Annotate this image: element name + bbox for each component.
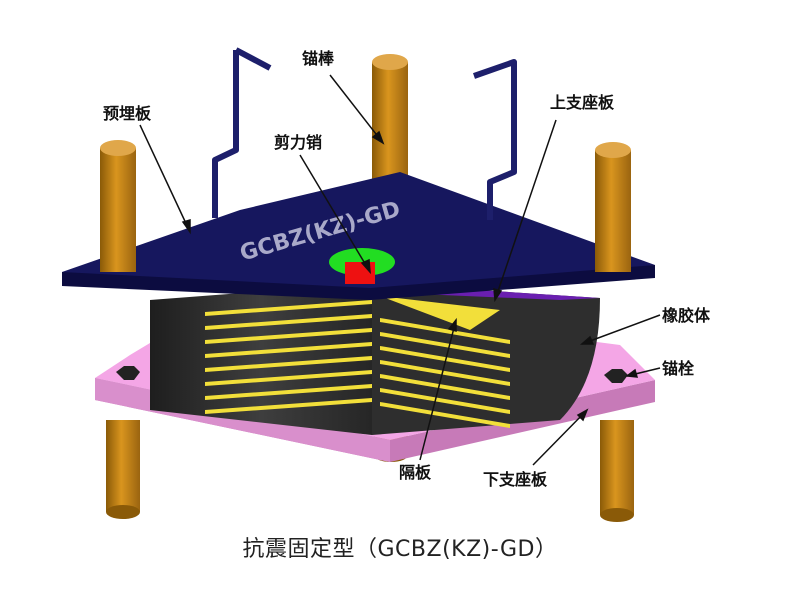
steel-shim [380,346,510,372]
steel-shim [205,370,372,386]
partition-plate-highlight [380,296,500,330]
label-upper-support-plate: 上支座板 [550,93,615,112]
label-anchor-bolt: 锚栓 [662,359,695,378]
anchor-rod [372,62,408,180]
steel-shim [205,328,372,344]
steel-shim [205,384,372,400]
steel-shim [380,360,510,386]
steel-shims-right [380,318,510,428]
label-shear-pin: 剪力销 [274,133,322,152]
steel-shim [205,342,372,358]
anchor-bolt-left [116,366,140,380]
upper-plate-top [62,172,655,288]
anchor-bar-left [212,50,239,218]
part-labels: 锚棒 预埋板 剪力销 上支座板 橡胶体 锚栓 隔板 下支座板 [103,49,711,489]
steel-shim [380,374,510,400]
label-partition-plate: 隔板 [399,463,432,482]
steel-shim [380,318,510,344]
steel-shim [205,314,372,330]
anchor-rod [106,420,140,512]
diagram-caption: 抗震固定型（GCBZ(KZ)-GD） [242,537,558,562]
steel-shim [205,356,372,372]
steel-shim [380,332,510,358]
steel-shims-left [205,300,372,414]
anchor-bars [212,47,517,220]
label-rubber-body: 橡胶体 [662,306,711,325]
anchor-rod [600,420,634,515]
anchor-bar-right [473,59,517,220]
anchor-bolts [116,366,628,383]
leader-lines [139,74,661,466]
label-embedded-plate: 预埋板 [103,104,152,123]
steel-shim [205,300,372,316]
steel-shim [205,398,372,414]
steel-shim [380,388,510,414]
rod-bases-on-plate [100,240,631,272]
steel-shim [380,402,510,428]
label-anchor-rod: 锚棒 [302,49,335,68]
label-lower-support-plate: 下支座板 [483,470,548,489]
anchor-bolt-right [604,369,628,383]
